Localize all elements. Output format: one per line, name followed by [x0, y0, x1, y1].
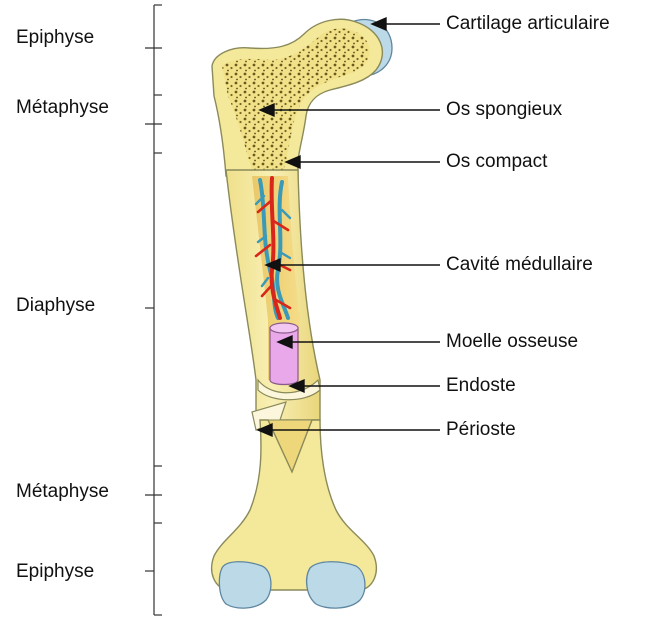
label-metaphyse-bottom: Métaphyse [16, 481, 109, 502]
label-os-spongieux: Os spongieux [446, 99, 563, 120]
label-moelle-osseuse: Moelle osseuse [446, 331, 579, 352]
endosteum [257, 378, 321, 401]
bone-marrow [269, 322, 299, 386]
label-epiphyse-top: Epiphyse [16, 27, 95, 48]
label-endoste: Endoste [446, 375, 516, 396]
label-perioste: Périoste [446, 419, 516, 440]
label-metaphyse-top: Métaphyse [16, 97, 109, 118]
label-diaphyse: Diaphyse [16, 295, 96, 316]
blood-vessels [254, 176, 292, 320]
articular-cartilage-left [218, 561, 272, 609]
label-cavite-medullaire: Cavité médullaire [446, 254, 593, 275]
label-os-compact: Os compact [446, 151, 548, 172]
label-cartilage-articulaire: Cartilage articulaire [446, 13, 610, 34]
region-bracket [145, 4, 162, 616]
pointer-arrows [256, 16, 440, 438]
articular-cartilage-right [305, 561, 366, 609]
spongy-bone-top [222, 28, 370, 171]
label-epiphyse-bottom: Epiphyse [16, 561, 95, 582]
